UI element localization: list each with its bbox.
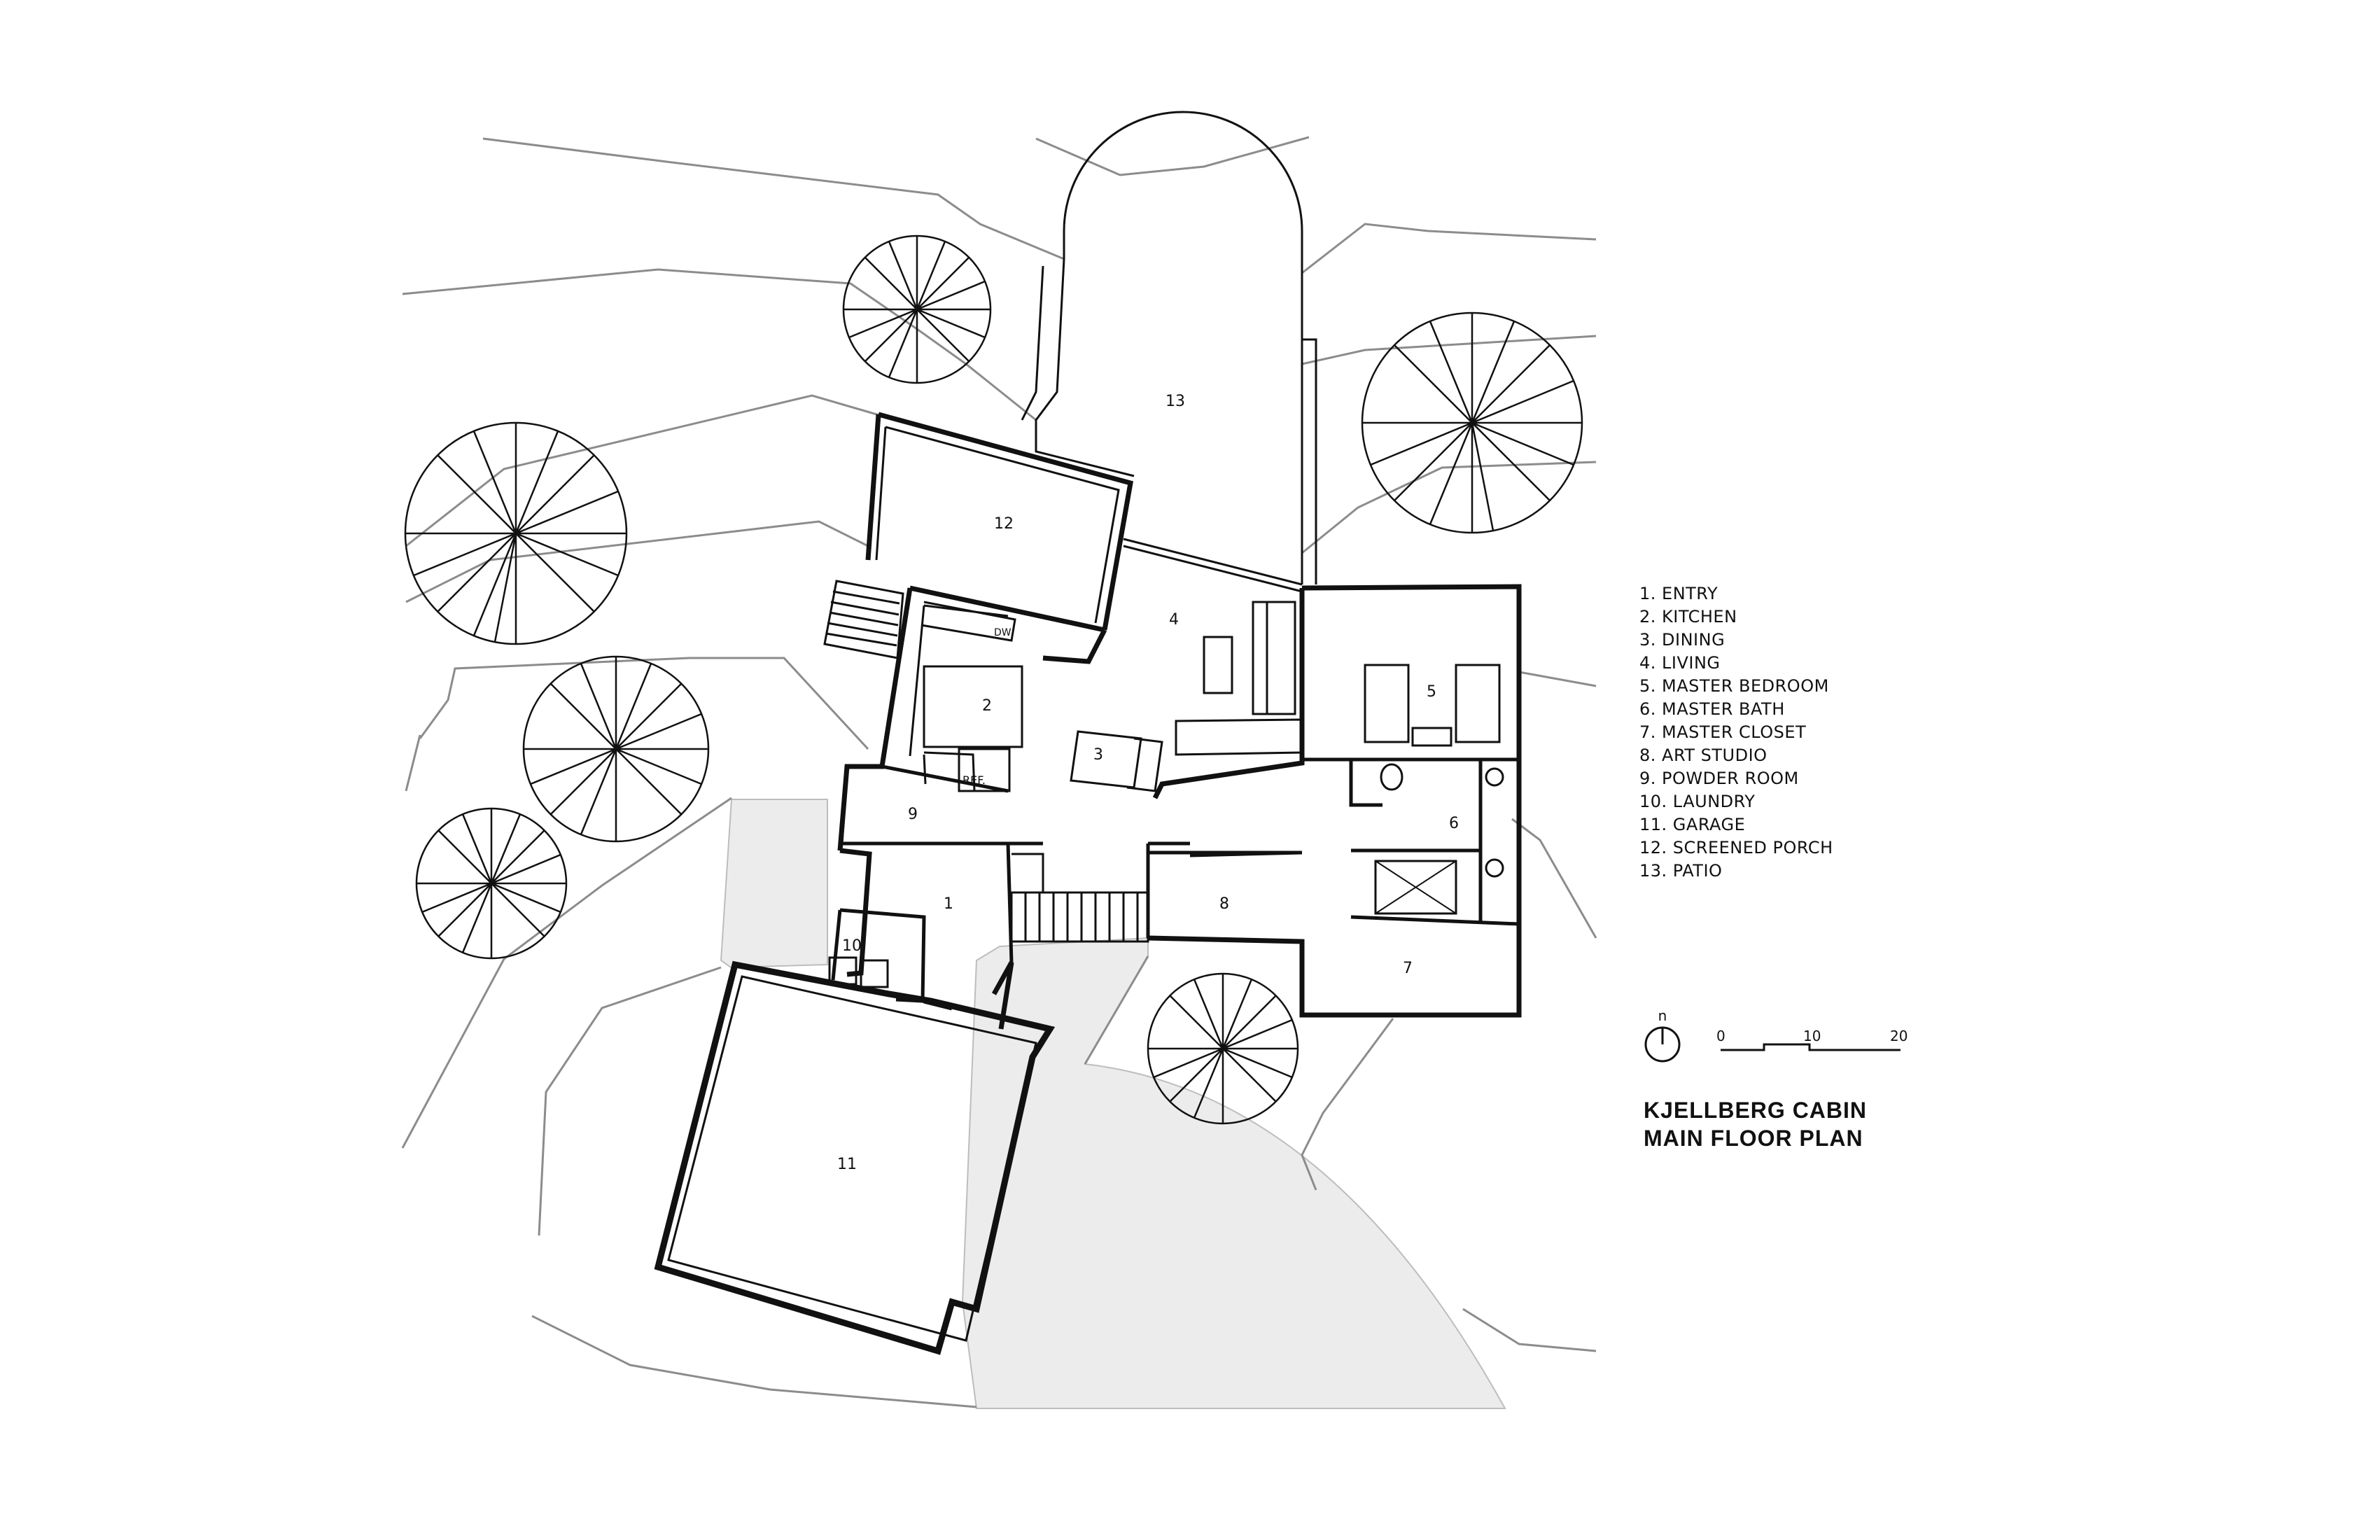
room-num-2: 2	[982, 697, 992, 715]
legend-item: 6. MASTER BATH	[1639, 699, 1785, 719]
refrigerator-label: REF.	[962, 774, 986, 787]
legend-item: 4. LIVING	[1639, 653, 1721, 673]
driveway-paving	[720, 799, 1506, 1409]
room-num-8: 8	[1219, 895, 1229, 913]
legend-item: 2. KITCHEN	[1639, 607, 1737, 626]
north-arrow: n	[1644, 1007, 1681, 1063]
legend-item: 11. GARAGE	[1639, 815, 1746, 834]
contour-lines	[401, 136, 1597, 1408]
north-label: n	[1658, 1007, 1667, 1024]
scale-tick-0: 0	[1716, 1028, 1726, 1044]
patio-outline	[1021, 111, 1317, 593]
room-num-9: 9	[908, 806, 918, 823]
room-num-7: 7	[1403, 960, 1413, 977]
title-line-1: KJELLBERG CABIN	[1644, 1098, 1868, 1123]
room-num-11: 11	[837, 1156, 857, 1173]
legend-item: 5. MASTER BEDROOM	[1639, 676, 1829, 696]
legend-item: 12. SCREENED PORCH	[1639, 838, 1833, 858]
room-num-13: 13	[1166, 393, 1185, 410]
room-num-4: 4	[1169, 611, 1179, 629]
tree-symbols	[404, 234, 1583, 1125]
legend-item: 3. DINING	[1639, 630, 1726, 650]
legend-item: 13. PATIO	[1639, 861, 1723, 881]
legend-item: 7. MASTER CLOSET	[1639, 722, 1807, 742]
room-num-1: 1	[944, 895, 953, 913]
scale-bar: 0 10 20	[1716, 1028, 1907, 1051]
room-numbers: 1 2 3 4 5 6 7 8 9 10 11 12 13 REF. DW	[837, 393, 1459, 1173]
legend-item: 1. ENTRY	[1639, 584, 1718, 603]
building-walls	[654, 412, 1522, 1355]
room-num-3: 3	[1093, 746, 1103, 764]
room-num-6: 6	[1449, 815, 1459, 832]
room-num-10: 10	[842, 937, 862, 955]
legend-item: 9. POWDER ROOM	[1639, 769, 1799, 788]
scale-tick-10: 10	[1803, 1028, 1821, 1044]
drawing-title: KJELLBERG CABIN MAIN FLOOR PLAN	[1644, 1096, 1867, 1152]
scale-tick-20: 20	[1890, 1028, 1907, 1044]
legend-item: 10. LAUNDRY	[1639, 792, 1756, 811]
room-num-5: 5	[1427, 683, 1436, 701]
room-num-12: 12	[994, 515, 1014, 533]
room-legend: 1. ENTRY 2. KITCHEN 3. DINING 4. LIVING …	[1639, 582, 1833, 883]
dishwasher-label: DW	[994, 627, 1011, 638]
title-line-2: MAIN FLOOR PLAN	[1644, 1126, 1863, 1151]
legend-item: 8. ART STUDIO	[1639, 746, 1768, 765]
